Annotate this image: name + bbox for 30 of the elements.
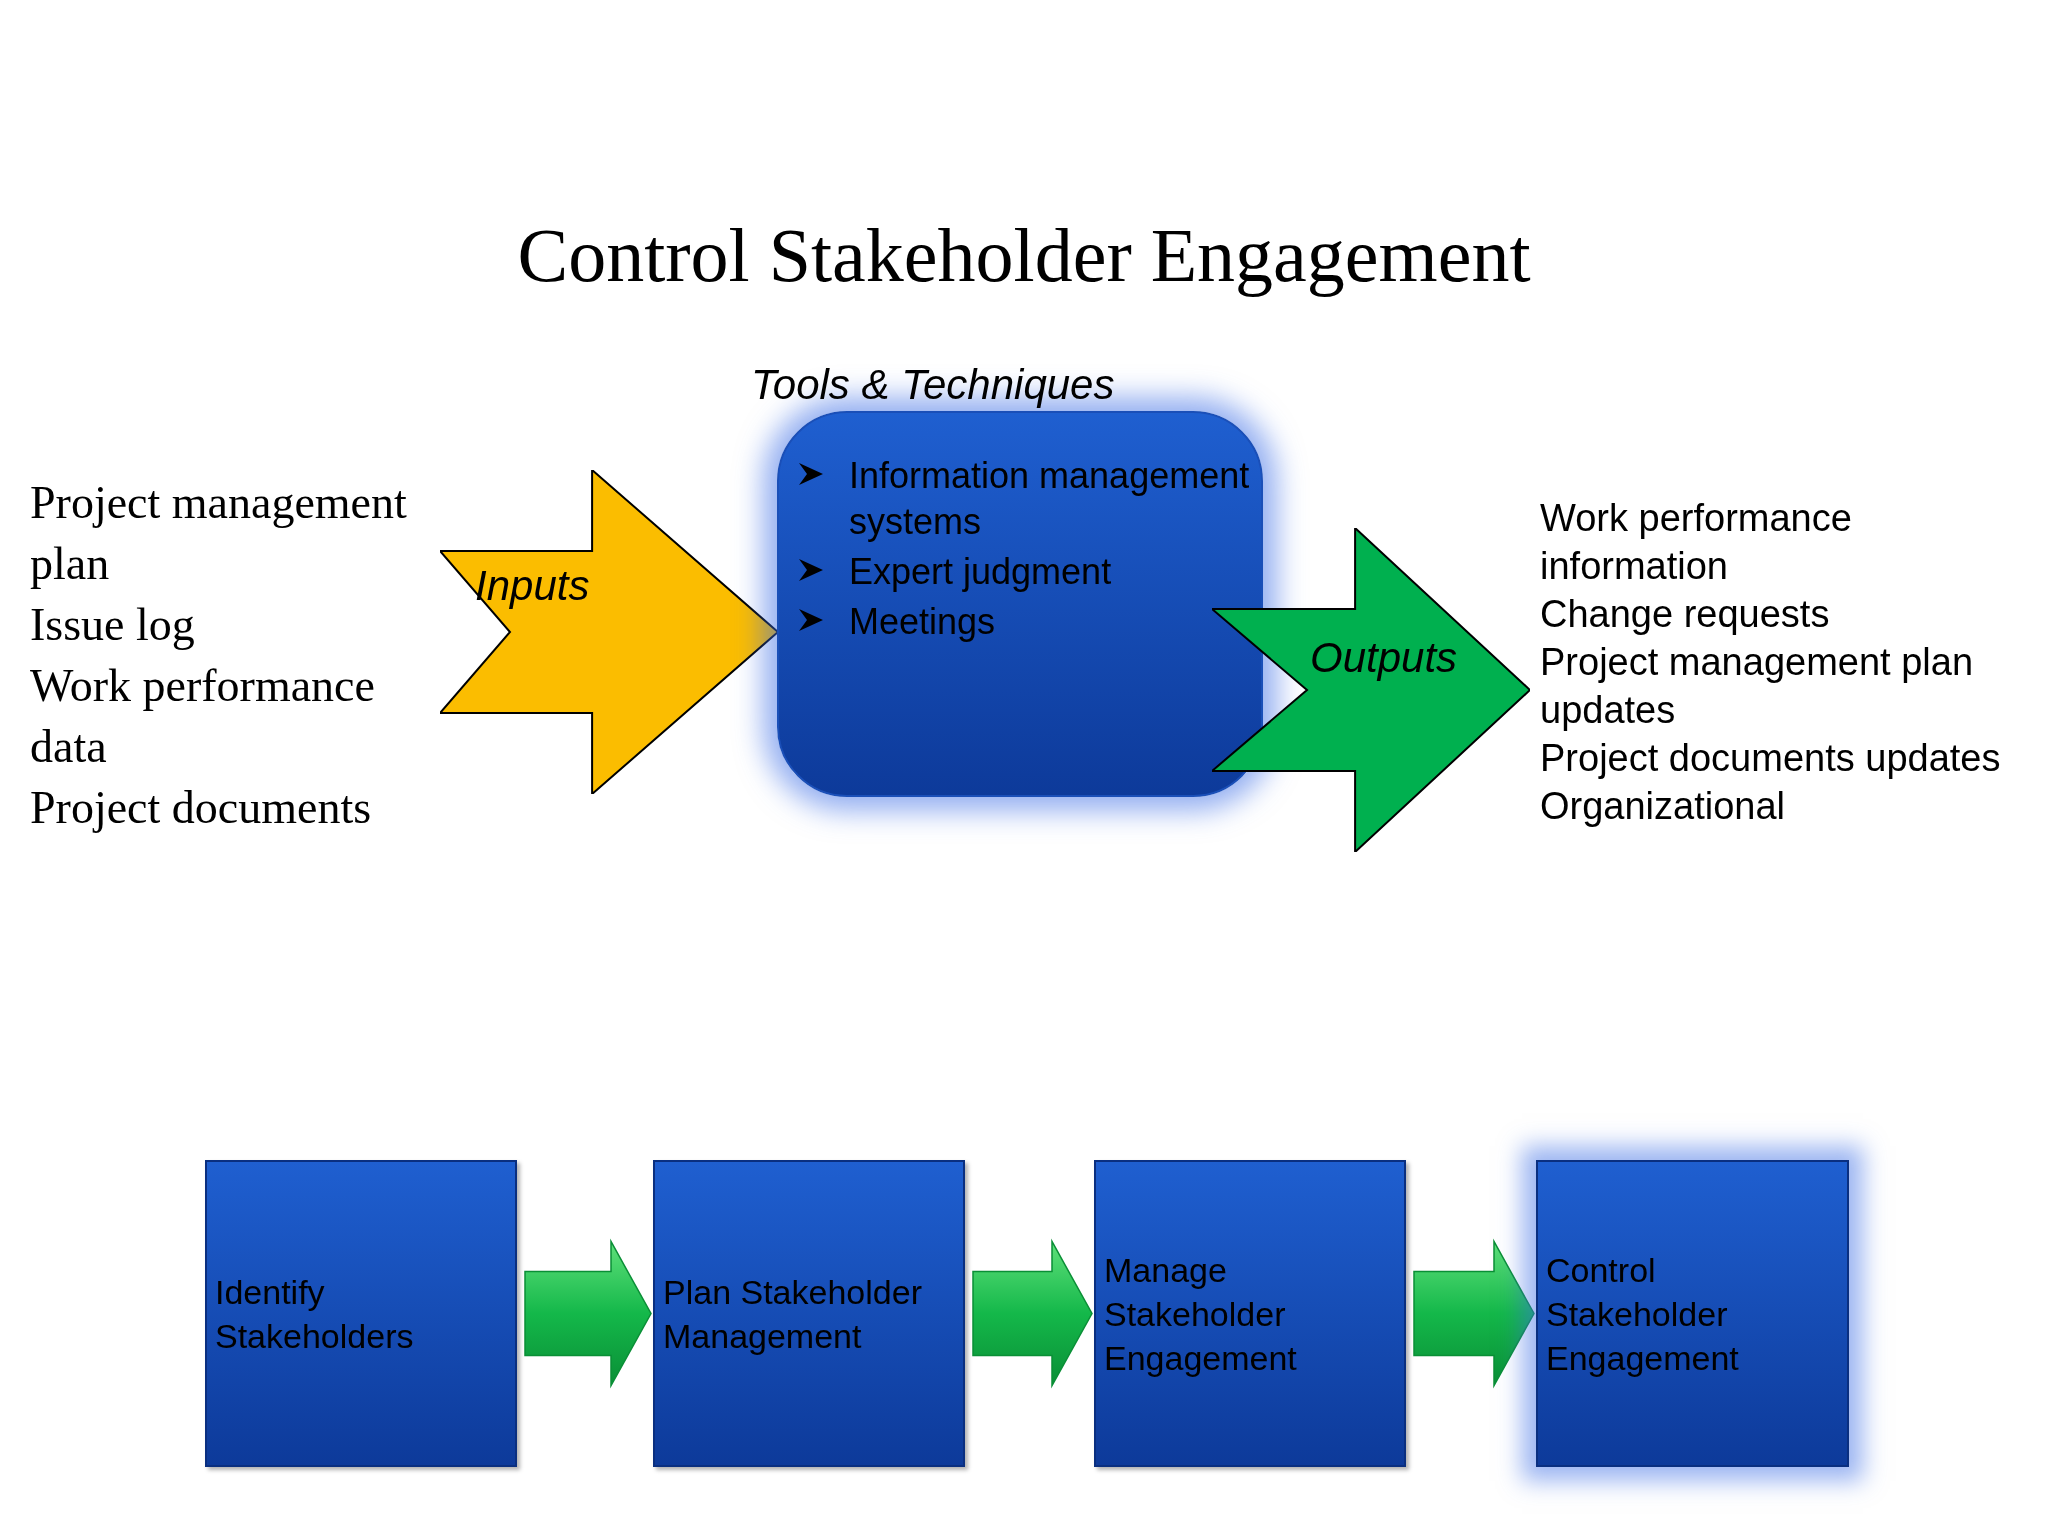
process-box	[1094, 1160, 1406, 1467]
output-item: Work performance information	[1540, 496, 1853, 589]
block-arrow	[1413, 1238, 1535, 1389]
block-arrow	[972, 1238, 1093, 1389]
process-label: Identify Stakeholders	[215, 1271, 415, 1357]
technique-text: Meetings	[849, 600, 997, 644]
output-item: Organizational	[1540, 784, 1787, 829]
input-item: Project documents	[30, 781, 373, 835]
process-label: Plan Stakeholder Management	[663, 1271, 923, 1357]
technique-text: Information management systems	[849, 454, 1251, 544]
process-box	[653, 1160, 965, 1467]
output-item: Project documents updates	[1540, 736, 2002, 781]
arrow-label: Outputs	[1310, 634, 1458, 682]
block-arrow	[440, 470, 778, 794]
block-arrow	[1212, 528, 1530, 852]
title: Control Stakeholder Engagement	[517, 212, 1531, 299]
process-label: Manage Stakeholder Engagement	[1104, 1249, 1298, 1379]
output-item: Project management plan updates	[1540, 640, 1975, 733]
block-arrow	[524, 1238, 652, 1389]
process-box	[777, 411, 1263, 797]
input-item: Work performance data	[30, 659, 376, 774]
process-label: Control Stakeholder Engagement	[1546, 1249, 1740, 1379]
input-item: Issue log	[30, 598, 196, 652]
input-item: Project management plan	[30, 476, 408, 591]
process-box	[1536, 1160, 1849, 1467]
arrow-label: Inputs	[475, 562, 590, 610]
output-item: Change requests	[1540, 592, 1831, 637]
process-box	[205, 1160, 517, 1467]
technique-text: Expert judgment	[849, 550, 1113, 594]
section-heading: Tools & Techniques	[751, 361, 1115, 409]
